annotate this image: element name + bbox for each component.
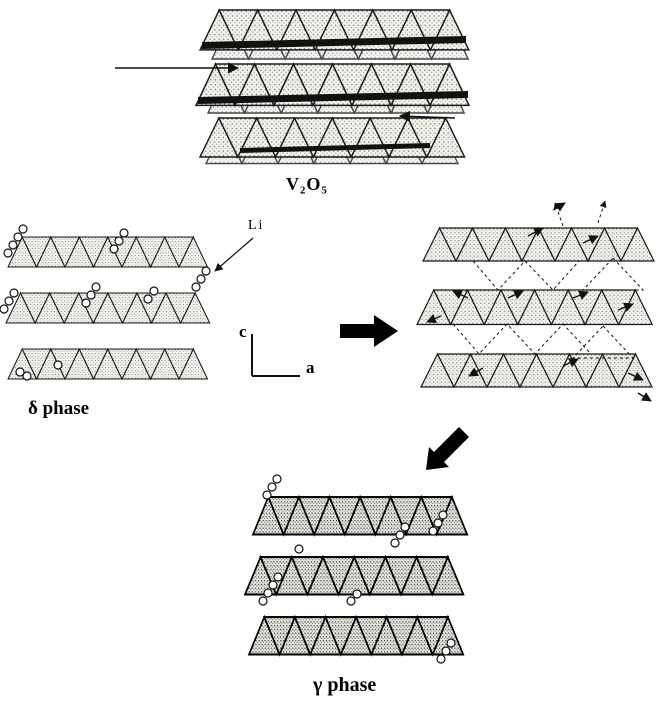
interlayer-dark-band [240, 143, 430, 153]
delta-phase-label: δ phase [28, 398, 90, 419]
vo5-layer [199, 117, 466, 158]
vo5-layer [5, 292, 211, 324]
pointer-arrow-right [398, 110, 456, 122]
vo5-layer [422, 227, 655, 262]
li-ion-bead [294, 544, 304, 554]
gamma-phase-structure-drawing [244, 474, 469, 664]
intermediate-structure-drawing [416, 200, 655, 402]
transformation-arrow-down-left [426, 427, 469, 470]
axis-c-label: c [239, 322, 247, 341]
v2o5-label: V₂O₅ [286, 174, 328, 194]
axes [251, 334, 300, 377]
displacement-guides [452, 200, 645, 359]
v2o5-structure-drawing [115, 9, 470, 165]
displacement-arrows [426, 202, 652, 402]
li-ion-bead [143, 294, 153, 304]
li-ion-bead [352, 589, 362, 599]
interlayer-dark-band [198, 91, 468, 104]
vo5-layer [7, 236, 209, 268]
vo5-layer [420, 353, 653, 388]
vo5-layer [416, 289, 653, 326]
li-ion-beads [262, 474, 282, 500]
gamma-phase-label: γ phase [313, 674, 377, 696]
li-ion-bead [53, 360, 63, 370]
delta-phase-structure-drawing [0, 224, 211, 381]
li-ion-bead [149, 286, 159, 296]
li-pointer-arrow [214, 237, 254, 272]
li-ion-bead [346, 596, 356, 606]
li-ion-bead [22, 371, 32, 381]
li-annotation [214, 237, 254, 272]
vo5-layer [7, 348, 209, 380]
interlayer-dark-band [202, 36, 466, 49]
axis-a-label: a [306, 358, 315, 377]
transformation-arrow-right [340, 315, 398, 347]
li-ion-beads [191, 266, 211, 292]
li-label: Li [248, 218, 265, 233]
vo5-layer [248, 616, 465, 656]
